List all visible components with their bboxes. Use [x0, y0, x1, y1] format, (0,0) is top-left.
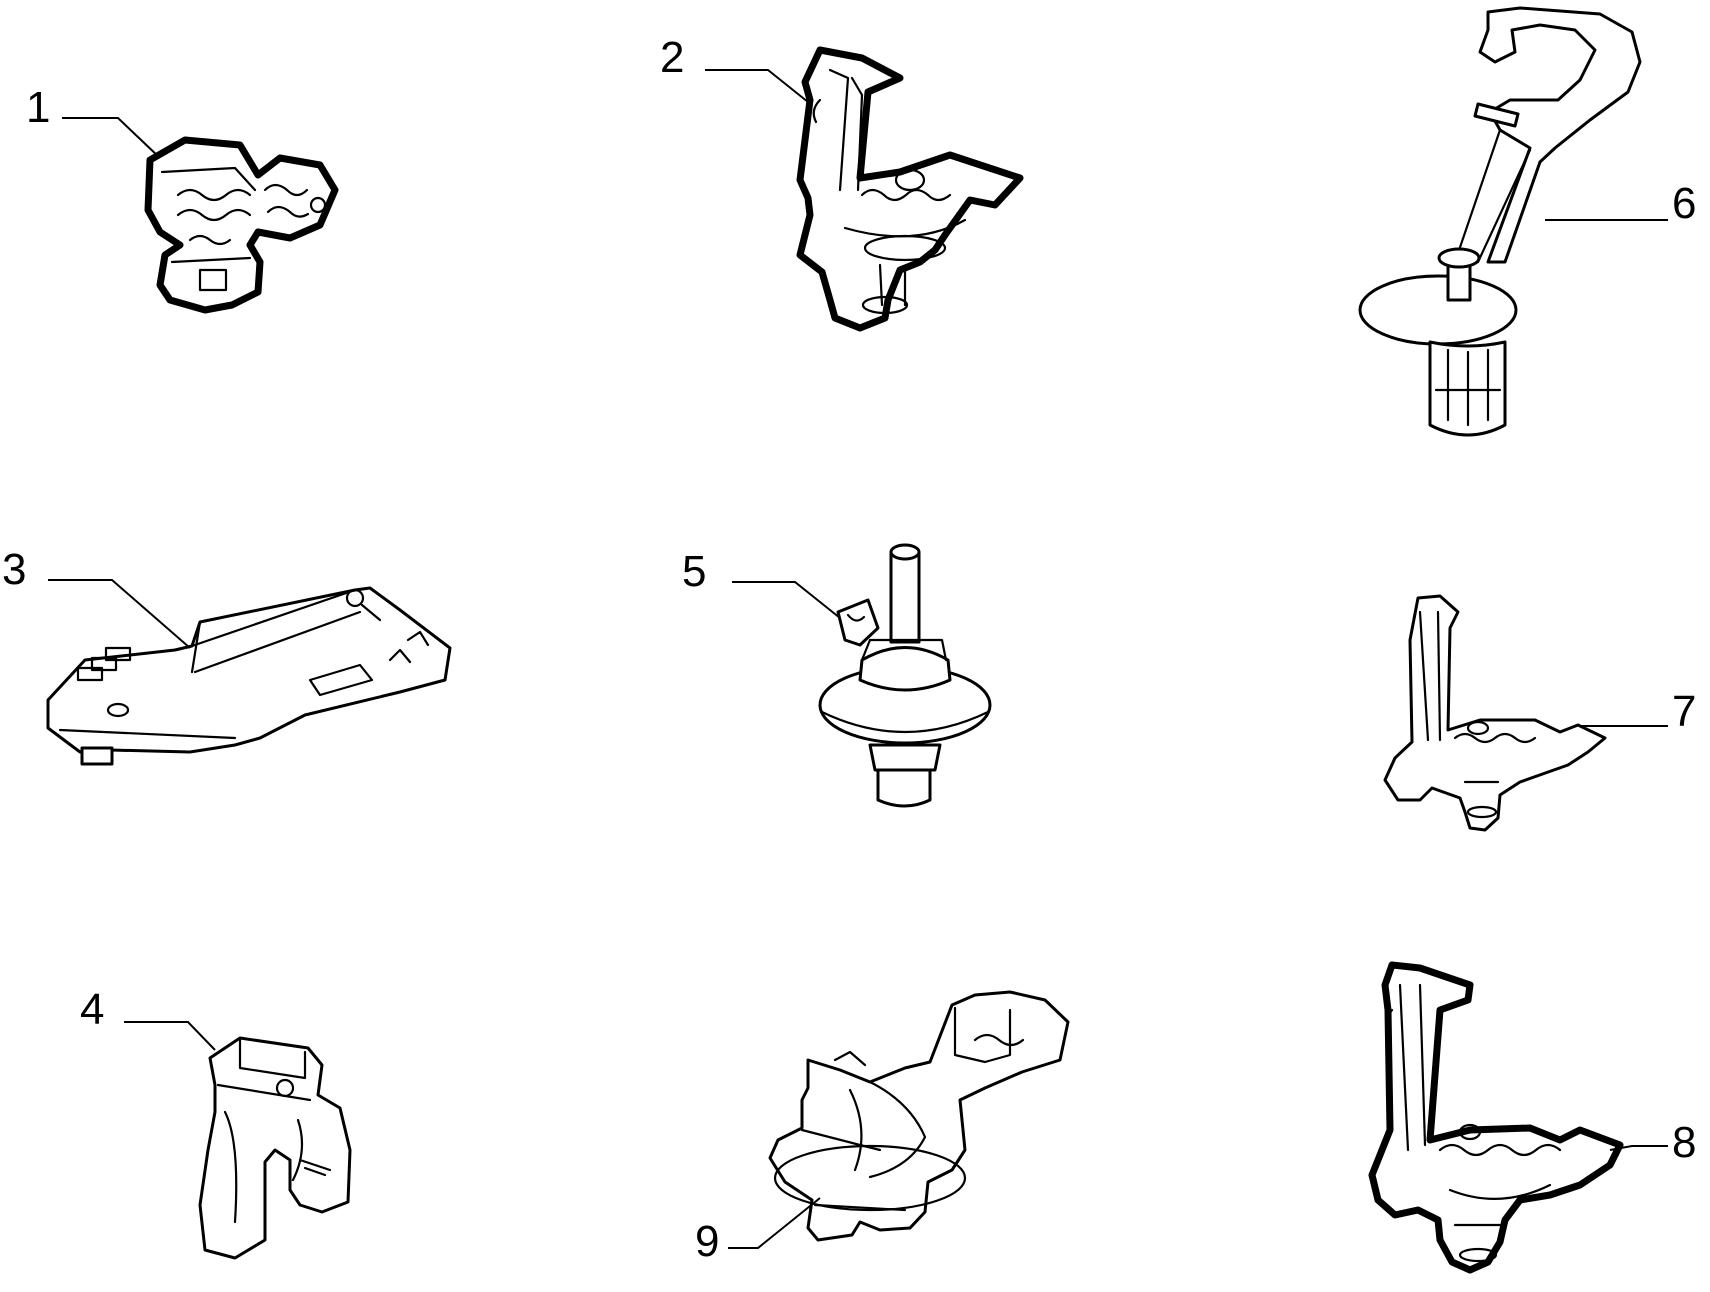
callout-label-3: 3: [2, 545, 26, 594]
part-4-saddle-clip: [198, 1036, 352, 1260]
callout-label-8: 8: [1672, 1118, 1696, 1167]
callout-2: 2: [660, 33, 809, 103]
callout-8: 8: [1609, 1118, 1696, 1167]
part-5-disc-stud-pin: [818, 543, 992, 808]
part-9-disc-double-clip: [768, 990, 1070, 1242]
callout-label-1: 1: [26, 83, 50, 132]
callout-label-7: 7: [1672, 687, 1696, 736]
callout-label-6: 6: [1672, 179, 1696, 228]
callout-label-4: 4: [80, 985, 104, 1034]
part-1-double-clip: [144, 136, 339, 314]
part-2-l-clip-stud: [796, 46, 1024, 332]
callout-5: 5: [682, 547, 841, 619]
callout-label-9: 9: [695, 1217, 719, 1266]
part-3-elongated-bracket: [46, 586, 452, 766]
callout-label-2: 2: [660, 33, 684, 82]
part-7-small-l-clip: [1383, 594, 1607, 832]
callout-7: 7: [1580, 687, 1696, 736]
callout-9: 9: [695, 1197, 821, 1266]
callout-label-5: 5: [682, 547, 706, 596]
callout-3: 3: [2, 545, 191, 649]
part-8-large-l-clip: [1368, 961, 1624, 1274]
callout-4: 4: [80, 985, 216, 1051]
callout-1: 1: [26, 83, 161, 159]
callout-6: 6: [1545, 179, 1696, 228]
part-6-support-clip: [1358, 6, 1642, 437]
